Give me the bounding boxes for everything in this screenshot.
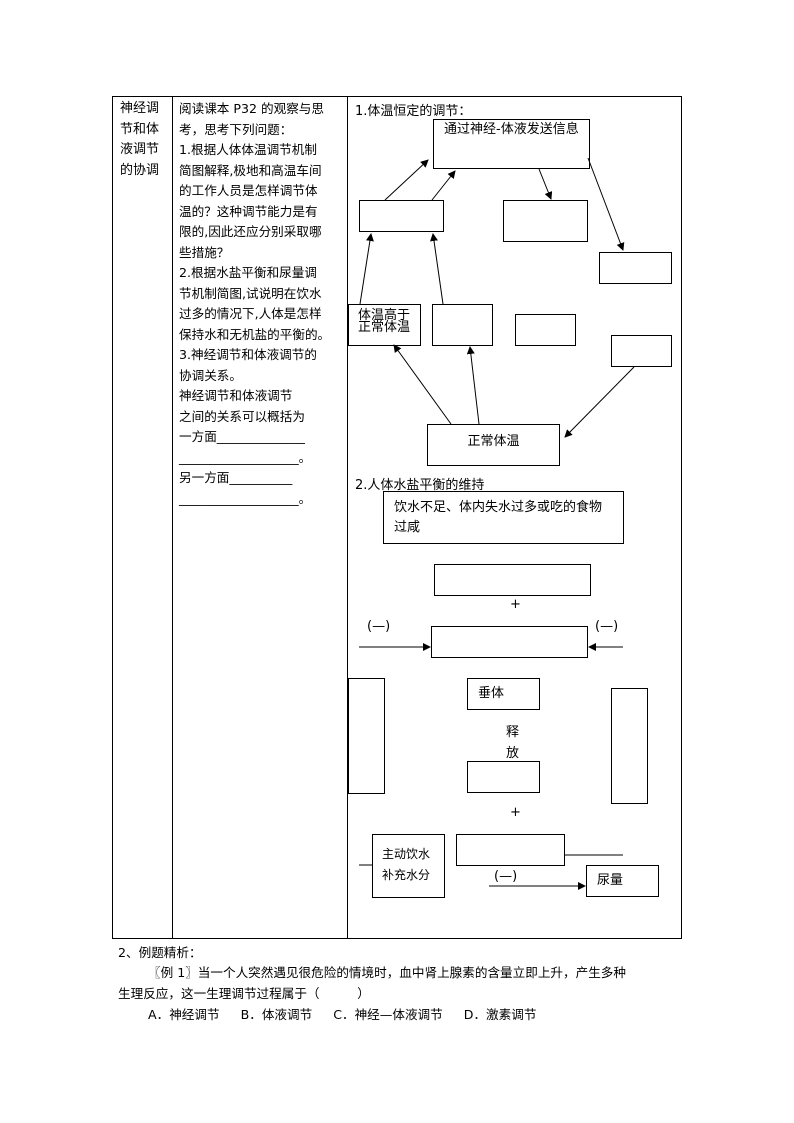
arrow [466, 346, 480, 425]
pituitary-box: 垂体 [467, 678, 540, 710]
blank-box[interactable] [456, 834, 565, 866]
table-border-right [681, 96, 682, 939]
guide-line: 另一方面__________ [179, 470, 293, 485]
option-d[interactable]: D．激素调节 [463, 1007, 537, 1022]
blank-box[interactable] [434, 564, 591, 596]
topic-line: 液调节 [120, 142, 160, 157]
blank-box[interactable] [515, 314, 576, 346]
guide-line: 过多的情况下,人体是怎样 [179, 306, 322, 321]
guide-line: 考，思考下列问题： [179, 121, 293, 137]
option-a[interactable]: A．神经调节 [148, 1007, 220, 1022]
inhibit-label: (—) [494, 869, 518, 884]
cause-box: 饮水不足、体内失水过多或吃的食物过咸 [383, 491, 624, 544]
arrow [564, 366, 635, 438]
signal-box-text: 通过神经-体液发送信息 [444, 122, 579, 137]
guide-line: 些措施？ [179, 244, 230, 260]
blank-box[interactable] [359, 200, 444, 232]
guide-line: 阅读课本 P32 的观察与思 [179, 101, 324, 116]
guide-cell: 阅读课本 P32 的观察与思考，思考下列问题： 1.根据人体体温调节机制简图解释,… [179, 99, 347, 509]
arrow [393, 344, 452, 425]
guide-line: 之间的关系可以概括为 [179, 408, 305, 424]
diagram1-title: 1.体温恒定的调节： [355, 104, 472, 119]
guide-line: 限的,因此还应分别采取哪 [179, 224, 322, 239]
inhibit-label: (—) [367, 619, 391, 634]
blank-box[interactable] [503, 200, 588, 242]
drink-water-text: 补充水分 [382, 868, 431, 882]
drink-water-box: 主动饮水 补充水分 [372, 834, 445, 898]
topic-line: 神经调 [120, 101, 160, 116]
drink-water-text: 主动饮水 [382, 847, 431, 861]
pituitary-text: 垂体 [478, 686, 505, 701]
blank-box[interactable] [611, 335, 672, 367]
normal-temp-box: 正常体温 [427, 424, 560, 466]
above-normal-temp-text: 体温高于正常体温 [358, 308, 411, 335]
table-border-left [112, 96, 113, 939]
answer-options: A．神经调节 B．体液调节 C．神经—体液调节 D．激素调节 [148, 1004, 536, 1023]
example-question: 〖例 1〗当一个人突然遇见很危险的情境时，血中肾上腺素的含量立即上升，产生多种 [148, 965, 626, 980]
arrow [359, 233, 374, 305]
guide-line: 温的？这种调节能力是有 [179, 203, 318, 219]
guide-line: 神经调节和体液调节 [179, 388, 293, 403]
above-normal-temp-box: 体温高于正常体温 [348, 304, 421, 346]
inhibit-label: (—) [595, 619, 619, 634]
column-divider [347, 96, 348, 939]
guide-line: 的工作人员是怎样调节体 [179, 183, 318, 198]
plus-sign: + [510, 597, 521, 612]
topic-line: 的协调 [120, 162, 160, 178]
blank-box[interactable] [599, 252, 672, 284]
table-border-top [112, 96, 682, 97]
normal-temp-text: 正常体温 [467, 434, 520, 449]
example-question: 生理反应，这一生理调节过程属于（ ） [118, 986, 370, 1001]
topic-line: 节和体 [120, 121, 160, 137]
guide-line: 1.根据人体体温调节机制 [179, 142, 317, 157]
blank-box[interactable] [431, 626, 588, 658]
guide-line: ___________________。 [179, 449, 312, 465]
guide-line: 简图解释,极地和高温车间 [179, 162, 322, 178]
signal-box: 通过神经-体液发送信息 [433, 119, 590, 169]
urine-box: 尿量 [586, 865, 659, 897]
option-b[interactable]: B．体液调节 [240, 1007, 313, 1022]
table-border-bottom [112, 938, 682, 939]
blank-box[interactable] [348, 678, 385, 794]
guide-line: ___________________。 [179, 490, 312, 506]
arrow [384, 159, 429, 201]
guide-line: 保持水和无机盐的平衡的。 [179, 326, 331, 342]
blank-box[interactable] [467, 761, 540, 793]
topic-cell: 神经调 节和体 液调节 的协调 [120, 99, 170, 181]
guide-line: 一方面______________ [179, 429, 305, 444]
cause-text: 饮水不足、体内失水过多或吃的食物过咸 [394, 500, 603, 535]
arrow [430, 233, 444, 305]
plus-sign: + [510, 805, 521, 820]
blank-box[interactable] [432, 304, 493, 346]
arrow [431, 170, 456, 201]
guide-line: 节机制简图,试说明在饮水 [179, 285, 322, 301]
option-c[interactable]: C．神经—体液调节 [333, 1007, 443, 1022]
diagram2-title: 2.人体水盐平衡的维持 [355, 478, 485, 493]
column-divider [172, 96, 173, 939]
urine-text: 尿量 [597, 873, 624, 888]
release-label: 释放 [506, 725, 520, 761]
arrow [587, 157, 625, 251]
guide-line: 2.根据水盐平衡和尿量调 [179, 265, 317, 280]
blank-box[interactable] [611, 688, 648, 804]
example-heading: 2、例题精析： [118, 945, 202, 960]
guide-line: 3.神经调节和体液调节的 [179, 347, 317, 362]
guide-line: 协调关系。 [179, 367, 242, 383]
arrow [538, 168, 553, 200]
